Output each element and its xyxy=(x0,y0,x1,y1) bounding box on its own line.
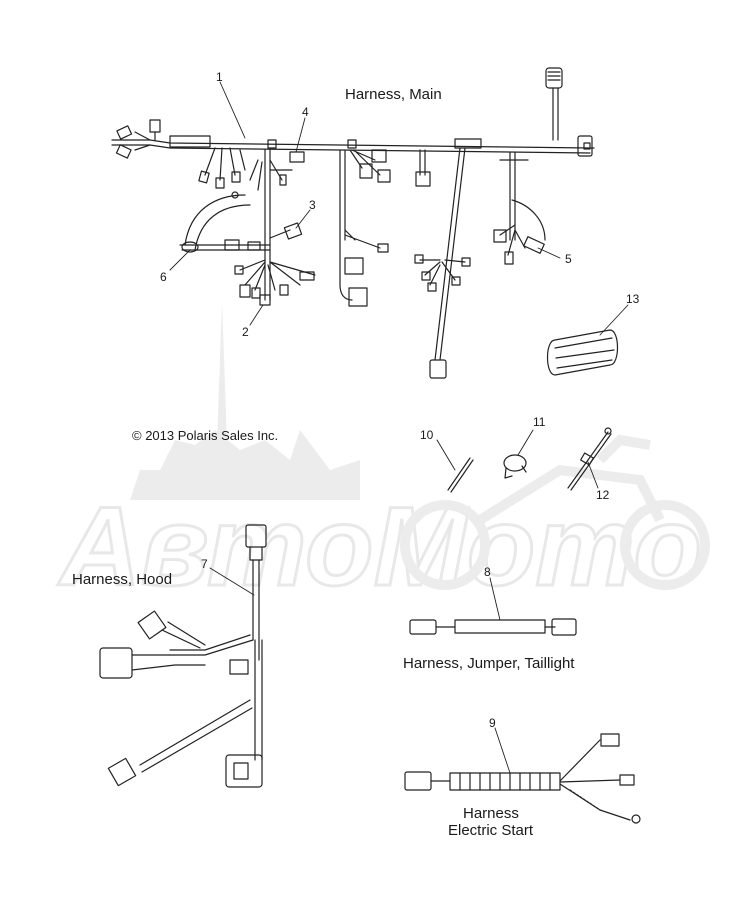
electric-start-harness xyxy=(404,733,641,824)
left-connector-a xyxy=(116,125,133,140)
leader-3 xyxy=(295,209,311,229)
jumper-harness xyxy=(409,618,577,636)
long-diag-wire xyxy=(434,147,466,361)
leader-6 xyxy=(169,249,191,271)
right-end-connector xyxy=(577,135,593,157)
leader-2 xyxy=(249,304,264,326)
callout-2: 2 xyxy=(242,325,249,339)
left-branch-wire xyxy=(134,131,151,151)
leader-5 xyxy=(537,247,561,259)
callout-7: 7 xyxy=(201,557,208,571)
leader-1 xyxy=(219,81,246,139)
callout-6: 6 xyxy=(160,270,167,284)
callout-11: 11 xyxy=(533,415,546,429)
leader-8 xyxy=(489,577,501,621)
copyright-text: © 2013 Polaris Sales Inc. xyxy=(132,428,279,443)
watermark: АвтоМото xyxy=(56,300,710,611)
arch-conduit xyxy=(184,194,251,251)
part-13-sleeve xyxy=(546,329,619,376)
callout-1: 1 xyxy=(216,70,223,84)
leader-13 xyxy=(599,304,629,336)
left-connector-b xyxy=(115,144,132,159)
callout-5: 5 xyxy=(565,252,572,266)
watermark-text: АвтоМото xyxy=(57,484,702,609)
main-harness xyxy=(111,67,595,379)
title-main-harness: Harness, Main xyxy=(345,86,442,103)
top-cap-connector xyxy=(545,67,563,89)
title-electric-start-line1: Harness xyxy=(463,805,519,822)
jumper-sleeve xyxy=(454,619,546,634)
right-riser-wire xyxy=(552,87,559,141)
leader-9 xyxy=(494,727,511,774)
callout-8: 8 xyxy=(484,565,491,579)
left-top-connector xyxy=(149,119,161,133)
part-10-cable-tie xyxy=(447,457,474,493)
title-jumper-harness: Harness, Jumper, Taillight xyxy=(403,655,575,672)
hood-top-connector xyxy=(245,524,267,548)
watermark-skyline-icon xyxy=(130,430,360,500)
callout-12: 12 xyxy=(596,488,610,502)
leader-11 xyxy=(517,429,534,456)
hood-left-connector xyxy=(99,647,133,679)
callout-3: 3 xyxy=(309,198,316,212)
center-drop-wire xyxy=(264,149,271,301)
leader-4 xyxy=(295,117,306,153)
part-12-tie xyxy=(567,427,612,491)
trunk-sleeve xyxy=(169,135,211,148)
hood-harness xyxy=(99,524,267,788)
mid-drop-wire xyxy=(339,149,353,301)
corrugated-loom xyxy=(449,772,561,791)
watermark-motorcycle-icon xyxy=(400,434,710,590)
title-hood-harness: Harness, Hood xyxy=(72,571,173,588)
leader-7 xyxy=(209,567,255,596)
leader-12 xyxy=(587,461,599,489)
watermark-spire-icon xyxy=(215,300,229,500)
callout-9: 9 xyxy=(489,716,496,730)
title-electric-start-line2: Electric Start xyxy=(448,822,534,839)
callout-10: 10 xyxy=(420,428,434,442)
leader-10 xyxy=(436,439,456,471)
leader-lines xyxy=(169,81,629,774)
part-11-clip xyxy=(503,454,527,479)
callout-4: 4 xyxy=(302,105,309,119)
callout-13: 13 xyxy=(626,292,640,306)
